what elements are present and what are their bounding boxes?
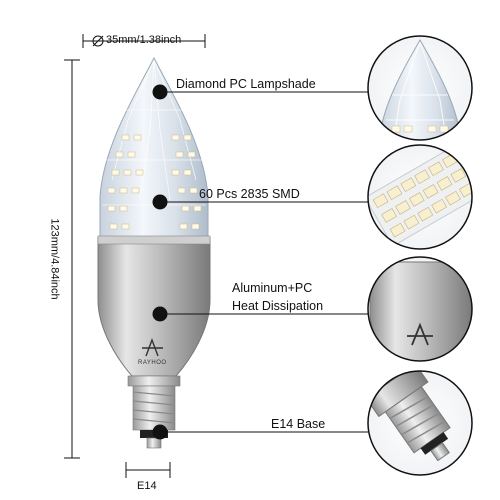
brand-logo-icon <box>142 338 163 357</box>
height-label: 123mm/4.84inch <box>48 218 61 300</box>
detail-base <box>367 370 473 476</box>
callout-dots <box>152 84 168 440</box>
callout-dot-lampshade <box>152 84 168 100</box>
detail-smd <box>367 144 473 250</box>
led-chips <box>107 134 202 230</box>
aluminum-body <box>97 237 211 377</box>
base-width-dimension <box>125 462 171 478</box>
callout-heat-label-line1: Aluminum+PC <box>232 281 313 295</box>
callout-heat-label-line2: Heat Dissipation <box>232 299 324 313</box>
detail-lampshade <box>367 35 473 141</box>
width-label: 35mm/1.38inch <box>106 34 182 46</box>
callout-lampshade-label: Diamond PC Lampshade <box>176 77 316 91</box>
callout-dot-smd <box>152 194 168 210</box>
screw-base <box>127 375 181 449</box>
callout-base-label: E14 Base <box>271 417 326 431</box>
callout-smd-label: 60 Pcs 2835 SMD <box>199 187 300 201</box>
callout-dot-heat <box>152 306 168 322</box>
height-dimension <box>64 59 80 459</box>
detail-logo-icon <box>407 322 433 346</box>
callout-lines <box>160 91 368 433</box>
brand-label: RAYHOO <box>138 360 167 366</box>
bulb-illustration <box>97 56 211 449</box>
diameter-icon <box>92 35 104 47</box>
detail-heat <box>367 256 473 362</box>
callout-dot-base <box>152 424 168 440</box>
base-width-label: E14 <box>137 480 157 492</box>
